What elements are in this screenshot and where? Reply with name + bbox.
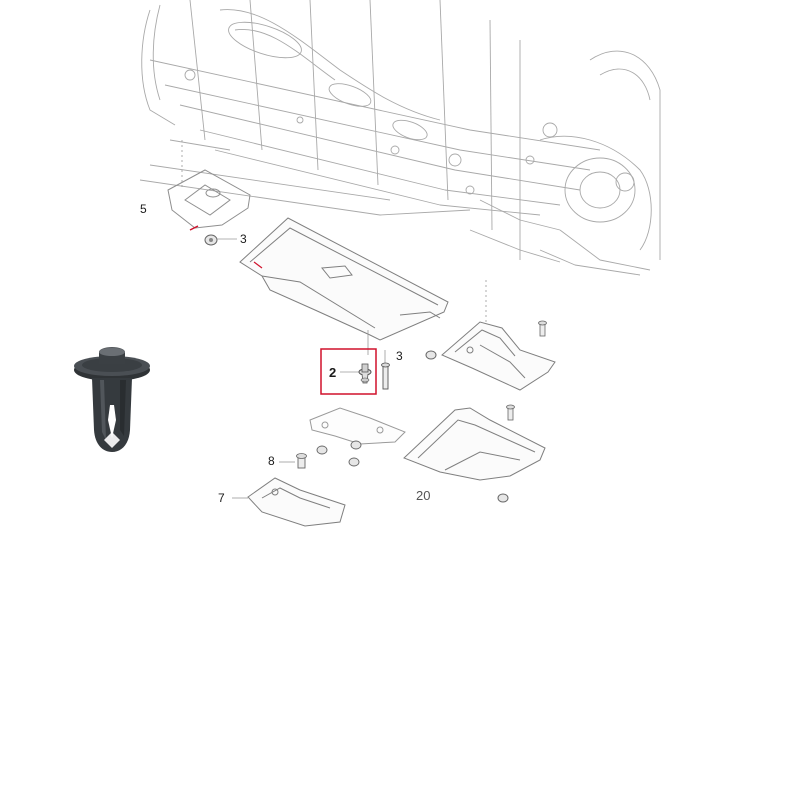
part-5-front-shield (167, 169, 251, 229)
right-middle-bracket (441, 321, 556, 391)
callout-3-lower: 3 (396, 349, 403, 363)
center-nuts (316, 440, 362, 467)
right-bracket-nut (425, 350, 437, 360)
main-underbody-panel (239, 217, 449, 341)
right-bracket-bolt (538, 320, 547, 337)
leader-lines (181, 140, 487, 373)
push-rivet-clip-icon (74, 347, 150, 452)
vehicle-underbody (139, 0, 661, 276)
part-20-bolt (506, 404, 515, 421)
main-panel-highlight-mark (253, 261, 263, 269)
part-20-nut (497, 493, 509, 503)
center-plate (309, 407, 406, 445)
part-8-bolt (279, 453, 307, 469)
callout-8: 8 (268, 454, 275, 468)
callout-2: 2 (329, 365, 337, 380)
callout-5: 5 (140, 202, 147, 216)
part-20-rear-shield (403, 407, 546, 481)
callout-20: 20 (416, 488, 431, 503)
part-3-upper-nut (204, 234, 237, 246)
part-3-lower-bolt (381, 362, 390, 390)
part-5-highlight-mark (189, 225, 199, 231)
part-2-highlight-box[interactable] (320, 348, 377, 395)
callout-7: 7 (218, 491, 225, 505)
part-7-bracket (232, 477, 346, 527)
part-2-push-clip (358, 363, 372, 384)
callout-3-upper: 3 (240, 232, 247, 246)
